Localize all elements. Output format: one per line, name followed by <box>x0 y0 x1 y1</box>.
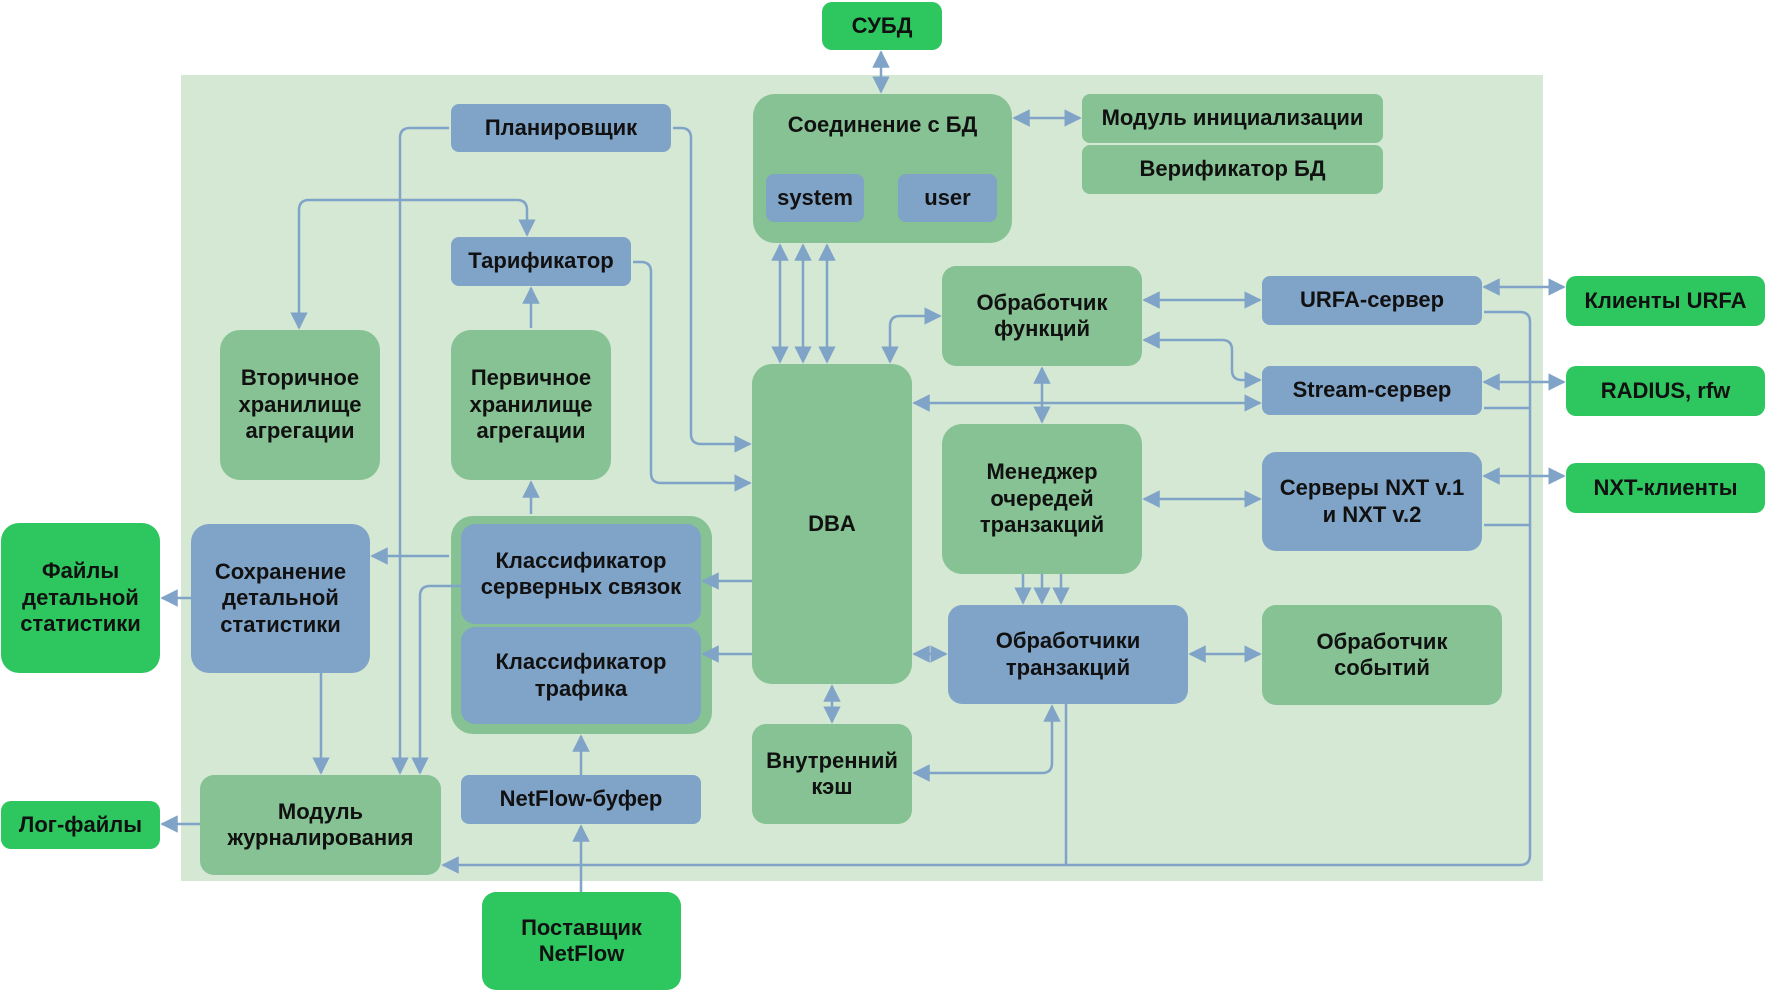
netflow-provider-node: Поставщик NetFlow <box>482 892 681 990</box>
netflow-buffer-node: NetFlow-буфер <box>461 775 701 824</box>
edge-tariff-dba <box>633 260 752 492</box>
nxt-clients-node: NXT-клиенты <box>1566 463 1765 513</box>
edge-scheduler-dba <box>673 126 752 453</box>
edge-scheduler-log <box>391 126 449 775</box>
detail-stat-save-node: Сохранение детальной статистики <box>191 524 370 673</box>
db-connection-title: Соединение с БД <box>787 112 978 137</box>
edge-classifier-log <box>411 584 461 775</box>
detail-stat-files-node: Файлы детальной статистики <box>1 523 160 673</box>
subd-node: СУБД <box>822 2 942 50</box>
db-verifier-node: Верификатор БД <box>1082 145 1383 194</box>
dba-node: DBA <box>752 364 912 684</box>
radius-node: RADIUS, rfw <box>1566 366 1765 416</box>
user-node: user <box>898 174 997 222</box>
edge-cache-trans <box>912 704 1061 782</box>
urfa-clients-node: Клиенты URFA <box>1566 276 1765 326</box>
edge-urfa-bus <box>441 310 1532 874</box>
system-node: system <box>766 174 864 222</box>
secondary-storage-node: Вторичное хранилище агрегации <box>220 330 380 480</box>
urfa-server-node: URFA-сервер <box>1262 276 1482 325</box>
internal-cache-node: Внутренний кэш <box>752 724 912 824</box>
queue-manager-node: Менеджер очередей транзакций <box>942 424 1142 574</box>
stream-server-node: Stream-сервер <box>1262 366 1482 415</box>
init-module-node: Модуль инициализации <box>1082 94 1383 143</box>
edge-tariff-secondary <box>290 198 536 330</box>
scheduler-node: Планировщик <box>451 104 671 152</box>
event-handler-node: Обработчик событий <box>1262 605 1502 705</box>
primary-storage-node: Первичное хранилище агрегации <box>451 330 611 480</box>
edge-dba-function <box>881 307 942 364</box>
function-handler-node: Обработчик функций <box>942 266 1142 366</box>
server-link-classifier: Классификатор серверных связок <box>461 524 701 624</box>
nxt-servers-node: Серверы NXT v.1 и NXT v.2 <box>1262 452 1482 551</box>
edge-function-stream <box>1142 331 1262 389</box>
log-module-node: Модуль журналирования <box>200 775 441 875</box>
log-files-node: Лог-файлы <box>1 801 160 849</box>
transaction-handlers-node: Обработчики транзакций <box>948 605 1188 704</box>
traffic-classifier: Классификатор трафика <box>461 627 701 724</box>
